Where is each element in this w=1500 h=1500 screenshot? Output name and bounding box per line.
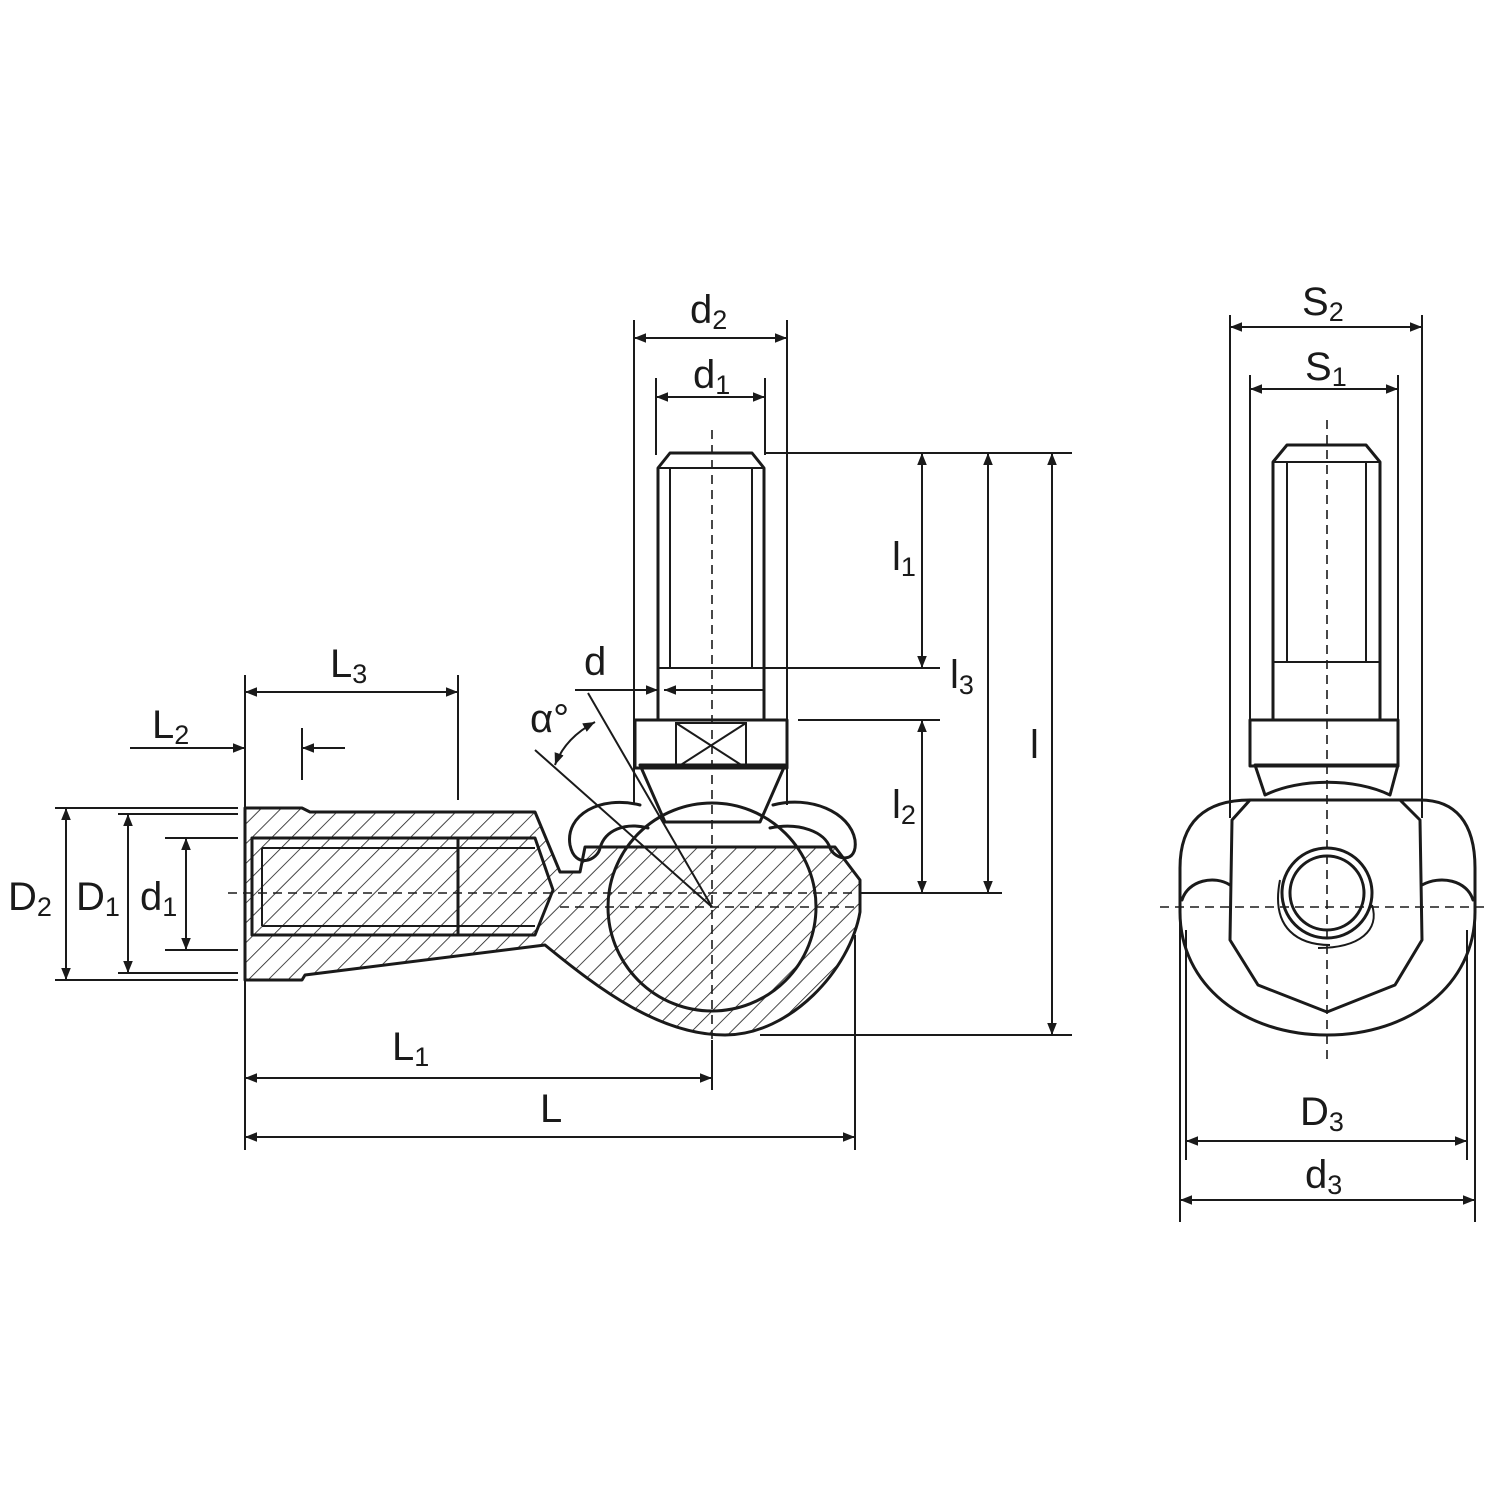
- front-view: S2 S1 D3 d3: [1160, 280, 1490, 1222]
- side-view: d2 d1 d α° L3 L2 D2 D1 d1 l1 l3 l l2 L1 …: [8, 288, 1072, 1150]
- front-clip-right: [1420, 878, 1475, 902]
- retaining-clip: [568, 800, 857, 862]
- label-D3: D3: [1300, 1090, 1344, 1137]
- label-D1: D1: [76, 875, 120, 922]
- label-d1-stud: d1: [693, 353, 730, 400]
- socket-housing-section: [243, 801, 862, 1037]
- dimension-lines: [61, 333, 1057, 1142]
- label-L: L: [540, 1087, 562, 1131]
- front-housing-flats: [1228, 798, 1424, 1014]
- label-l1: l1: [892, 535, 916, 582]
- label-L2: L2: [152, 703, 189, 750]
- label-l3: l3: [950, 653, 974, 700]
- side-view-labels: d2 d1 d α° L3 L2 D2 D1 d1 l1 l3 l l2 L1 …: [8, 288, 1039, 1131]
- label-S2: S2: [1302, 280, 1344, 327]
- ball-stud: [633, 451, 789, 824]
- label-d3: d3: [1305, 1153, 1342, 1200]
- label-l: l: [1030, 723, 1039, 767]
- label-L1: L1: [392, 1025, 429, 1072]
- label-d-ball: d: [584, 640, 606, 684]
- label-L3: L3: [330, 642, 367, 689]
- label-alpha: α°: [530, 697, 569, 741]
- label-d1-housing: d1: [140, 875, 177, 922]
- label-D2: D2: [8, 875, 52, 922]
- label-l2: l2: [892, 783, 916, 830]
- extension-lines: [55, 320, 1072, 1150]
- front-clip-left: [1180, 878, 1232, 902]
- front-hex: [1248, 718, 1400, 768]
- label-S1: S1: [1305, 345, 1347, 392]
- label-d2: d2: [690, 288, 727, 335]
